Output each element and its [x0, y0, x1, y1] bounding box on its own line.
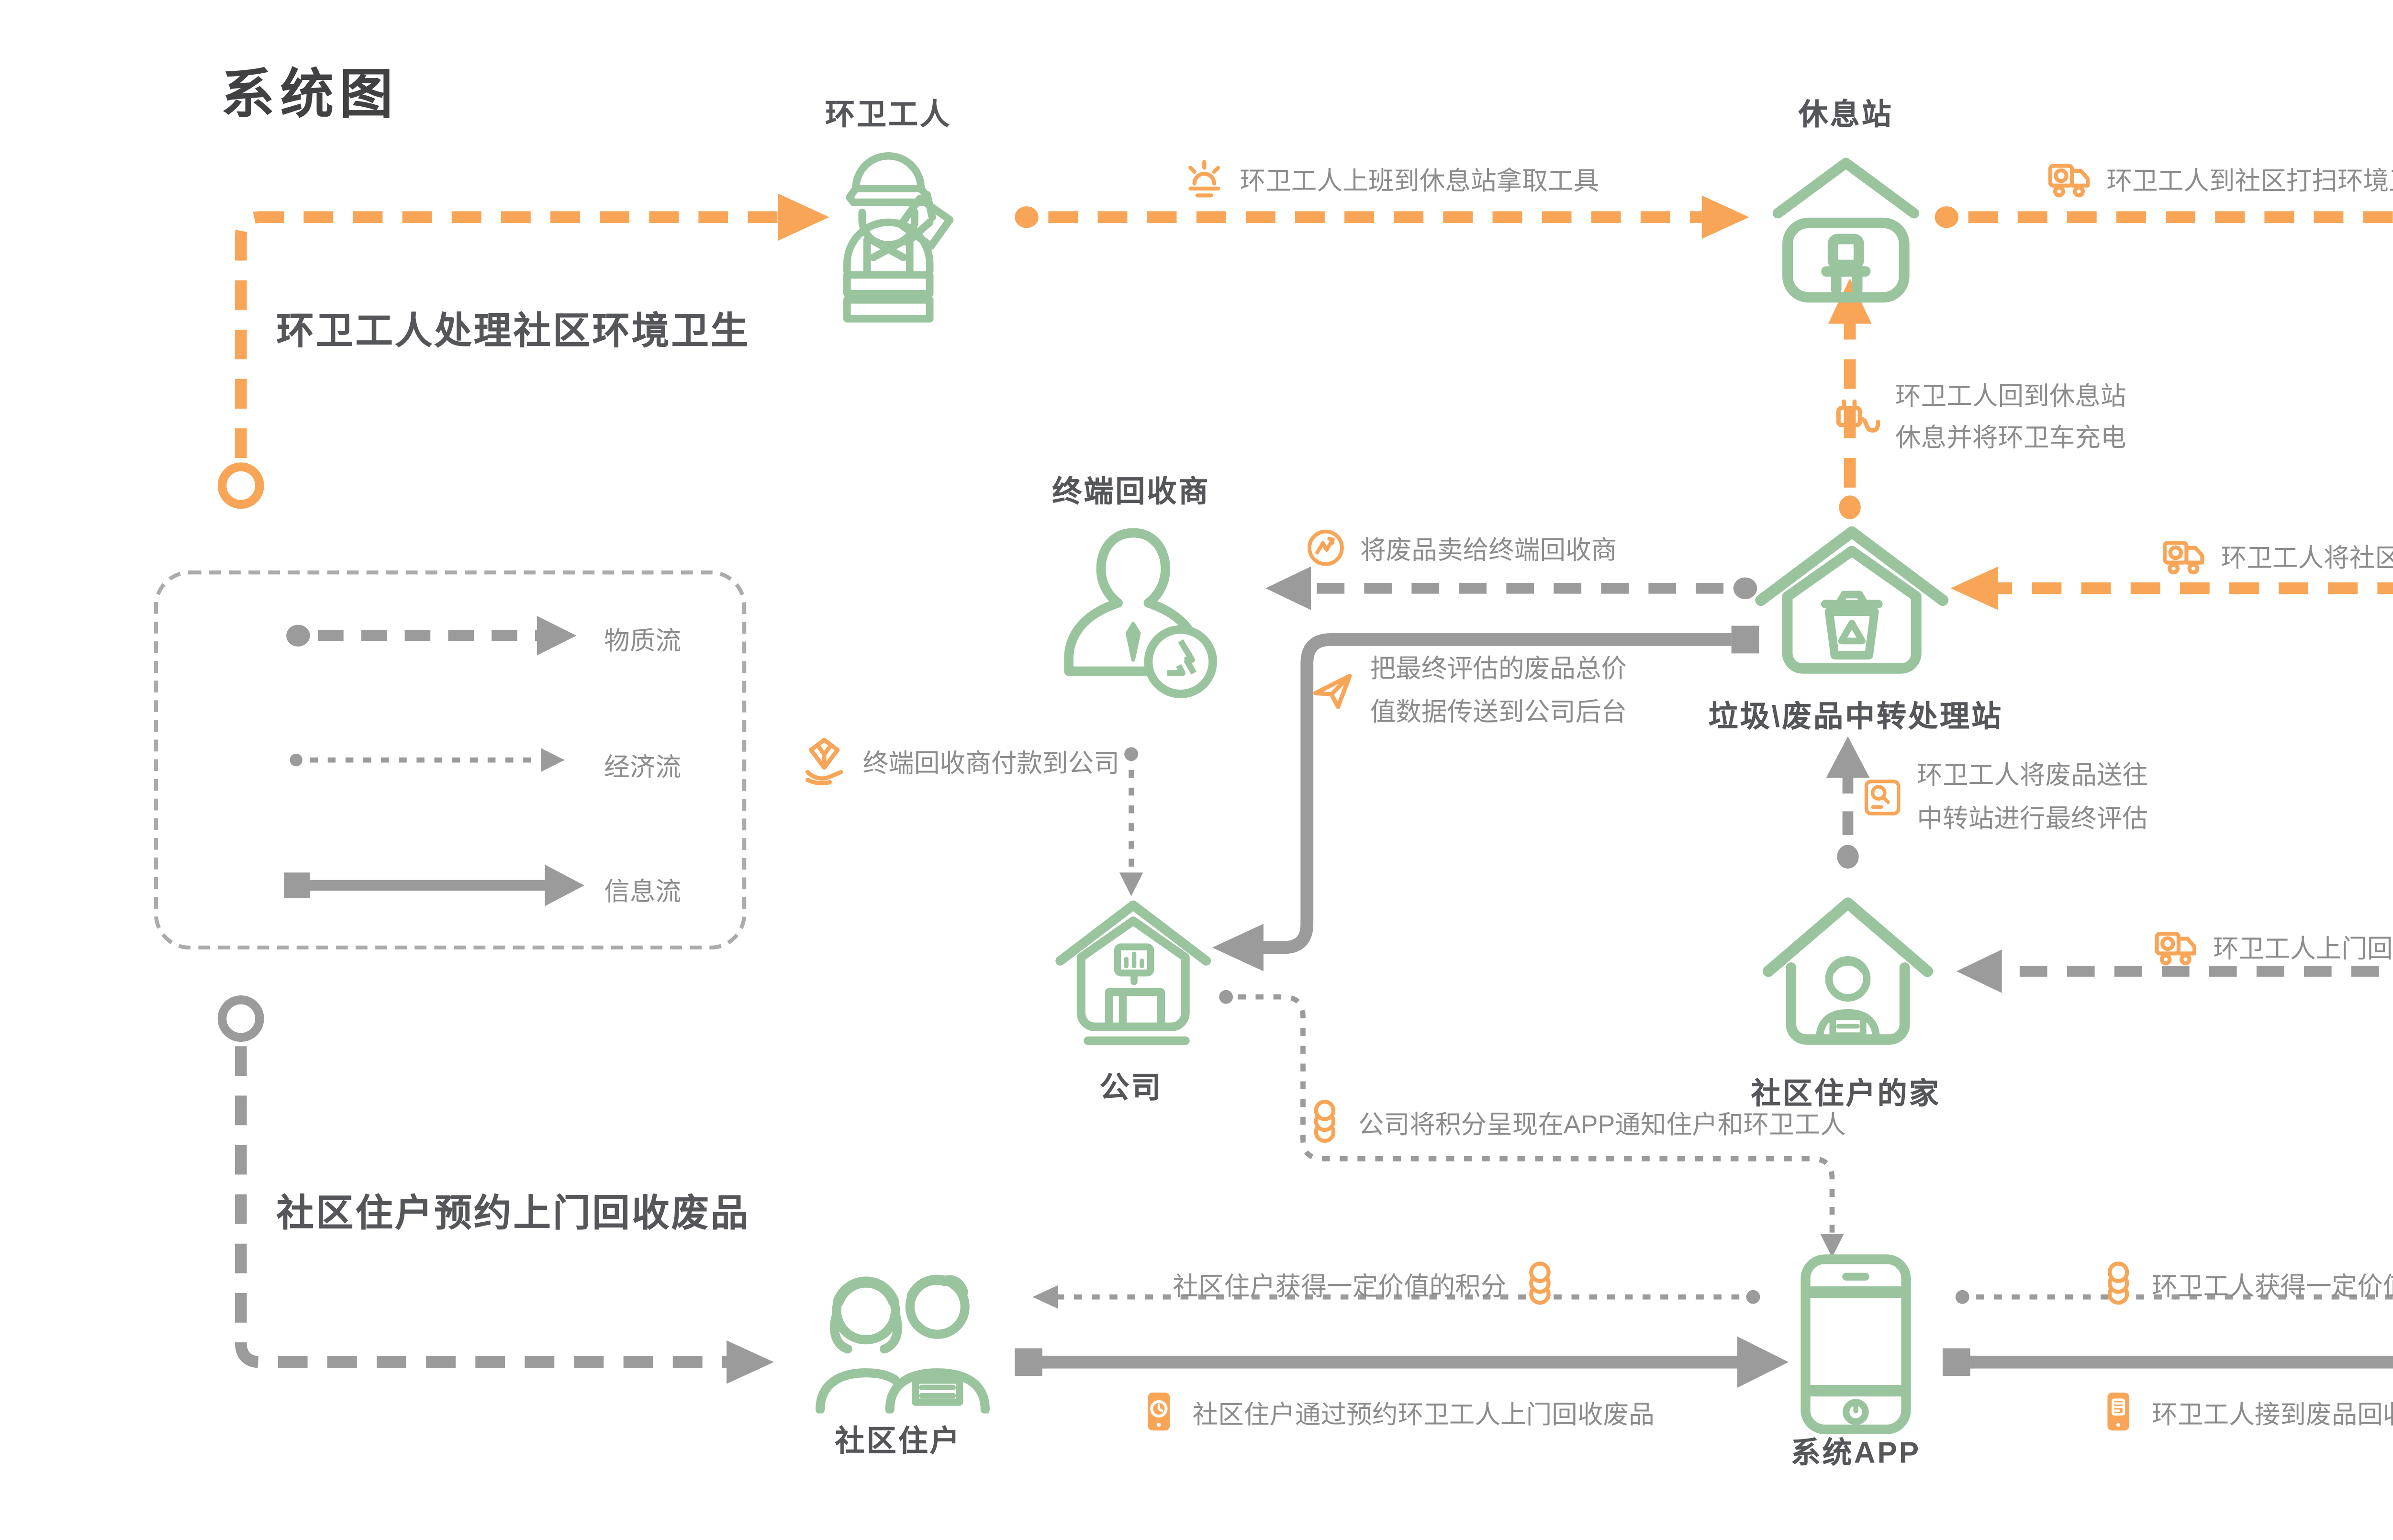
wire-start-bottom-gray [217, 995, 774, 1384]
recycle-truck-icon [2152, 924, 2201, 968]
page-title: 系统图 [221, 65, 399, 124]
legend-sample-information [284, 864, 584, 906]
coins-icon [1518, 1258, 1562, 1309]
company-icon [1046, 881, 1220, 1062]
wire-worker-to-rest [1015, 195, 1749, 239]
flow-resident-points: 社区住户获得一定价值的积分 [1173, 1258, 1562, 1309]
residents-label: 社区住户 [835, 1425, 962, 1459]
flow-street-to-transfer: 环卫工人将社区垃圾送到中转站 [2160, 533, 2393, 577]
wire-app-to-residents [1032, 1285, 1760, 1309]
wire-home-to-transfer [1826, 736, 1870, 869]
coins-icon [1303, 1095, 1347, 1147]
wire-restright-to-home [1956, 949, 2393, 993]
section-title-bottom: 社区住户预约上门回收废品 [276, 1194, 750, 1236]
legend-sample-material [286, 616, 577, 656]
company-label: 公司 [1099, 1071, 1163, 1105]
flow-points-app: 公司将积分呈现在APP通知住户和环卫工人 [1303, 1095, 1846, 1147]
flow-book: 社区住户通过预约环卫工人上门回收废品 [1137, 1386, 1655, 1439]
system-app-icon [1793, 1251, 1919, 1437]
flow-sell: 将废品卖给终端回收商 [1303, 525, 1617, 570]
exchange-icon [1303, 525, 1349, 570]
worker-top-icon [809, 142, 967, 324]
legend-box [154, 570, 747, 950]
wire-transfer-to-recycler [1265, 566, 1757, 610]
wire-recycler-to-company [1119, 747, 1143, 896]
legend-label-information: 信息流 [604, 876, 682, 906]
flow-deliver: 环卫工人将废品送往 中转站进行最终评估 [1860, 754, 2148, 841]
wire-residents-to-app-info [1015, 1336, 1789, 1388]
flow-to-street: 环卫工人到社区打扫环境卫生 [2046, 156, 2393, 200]
worker-top-label: 环卫工人 [825, 99, 952, 133]
coins-icon [2097, 1258, 2140, 1309]
flow-worker-points: 环卫工人获得一定价值的积分 [2097, 1258, 2393, 1309]
morning-sun-icon [1181, 154, 1228, 201]
residents-icon [805, 1251, 1011, 1414]
flow-data: 把最终评估的废品总价 值数据传送到公司后台 [1307, 647, 1627, 735]
phone-order-icon [2097, 1386, 2140, 1439]
flow-door-recycle: 环卫工人上门回收废品 [2152, 924, 2393, 968]
wire-transfer-to-company-info [1212, 625, 1759, 971]
system-app-label: 系统APP [1790, 1437, 1921, 1471]
transfer-station-label: 垃圾\废品中转处理站 [1708, 701, 2003, 735]
transfer-station-icon [1745, 509, 1959, 699]
resident-home-icon [1753, 881, 1943, 1066]
wire-app-to-worker-eco [1955, 1290, 2393, 1304]
legend-sample-economic [290, 748, 565, 772]
resident-home-label: 社区住户的家 [1751, 1078, 1941, 1112]
rest-station-top-icon [1765, 150, 1927, 312]
flow-to-rest: 环卫工人上班到休息站拿取工具 [1181, 154, 1599, 201]
hand-coin-icon [798, 735, 851, 788]
recycler-label: 终端回收商 [1052, 476, 1210, 510]
wire-app-to-worker-info [1943, 1348, 2393, 1376]
phone-clock-icon [1137, 1386, 1181, 1439]
recycle-truck-icon [2160, 533, 2209, 577]
legend-label-material: 物质流 [604, 625, 682, 656]
flow-back-to-rest: 环卫工人回到休息站 休息并将环卫车充电 [1832, 375, 2126, 458]
flow-order: 环卫工人接到废品回收订单 [2097, 1386, 2393, 1439]
recycle-truck-icon [2046, 156, 2095, 200]
wire-start-top-orange [217, 193, 829, 509]
flow-pay: 终端回收商付款到公司 [798, 735, 1119, 788]
recycler-icon [1039, 521, 1228, 726]
rest-station-top-label: 休息站 [1798, 99, 1893, 133]
wire-street-to-transfer [1950, 566, 2393, 610]
charger-plug-icon [1832, 391, 1883, 442]
legend-label-economic: 经济流 [604, 752, 682, 782]
wire-rest-to-street [1935, 206, 2393, 228]
inspection-card-icon [1860, 774, 1905, 821]
paper-plane-icon [1307, 665, 1358, 716]
wire-company-to-app [1219, 990, 1844, 1258]
section-title-top: 环卫工人处理社区环境卫生 [276, 312, 750, 354]
